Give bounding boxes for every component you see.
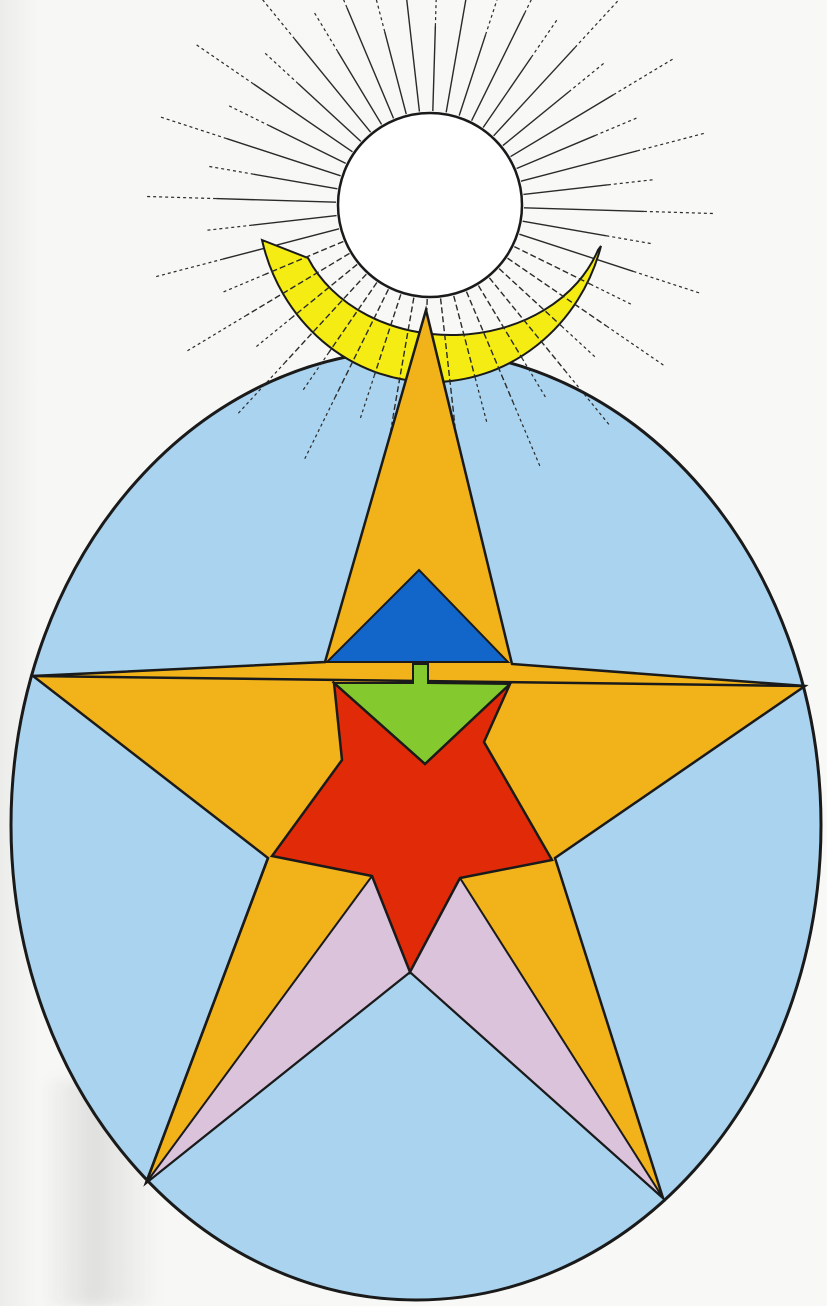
sun-ray — [483, 57, 531, 127]
sun-ray-dashed — [569, 63, 604, 91]
sun-ray — [406, 0, 420, 112]
sun-ray — [298, 84, 361, 142]
sun-ray-dashed — [229, 106, 269, 126]
sun-ray — [254, 174, 338, 189]
sun-ray — [252, 216, 336, 226]
sun-ray-dashed — [187, 315, 247, 351]
sun-ray-dashed — [160, 117, 227, 139]
sun-ray-dashed — [209, 166, 253, 174]
sun-circle — [338, 113, 522, 297]
sun-ray — [514, 247, 590, 285]
sun-ray — [503, 92, 569, 146]
sun-ray — [227, 139, 341, 176]
sun-ray-dashed — [606, 326, 664, 366]
sun-ray-dashed — [224, 274, 265, 291]
sun-ray — [494, 48, 575, 136]
sun-ray-dashed — [155, 259, 223, 277]
sun-ray-dashed — [486, 0, 500, 35]
sun-ray-dashed — [373, 0, 384, 32]
sun-ray-dashed — [644, 211, 714, 213]
sun-ray — [347, 8, 394, 119]
sun-ray — [511, 95, 614, 157]
sun-ray — [521, 151, 637, 181]
sun-ray-dashed — [525, 0, 556, 13]
sun-ray — [433, 26, 436, 111]
sun-ray — [523, 221, 607, 236]
sun-ray-dashed — [637, 133, 705, 151]
sun-ray — [524, 208, 644, 212]
sun-ray — [338, 52, 382, 125]
sun-ray — [517, 136, 595, 169]
sun-ray-dashed — [256, 318, 291, 346]
sun-ray-dashed — [606, 236, 650, 244]
sun-ray — [269, 126, 345, 164]
sun-ray-dashed — [146, 196, 216, 198]
sun-ray-dashed — [591, 284, 631, 304]
sun-ray — [216, 199, 336, 203]
sun-ray-dashed — [562, 326, 595, 356]
sun-ray-dashed — [633, 271, 700, 293]
sun-ray — [446, 0, 467, 112]
sun-ray-dashed — [251, 0, 295, 39]
sun-ray — [523, 185, 607, 195]
sun-ray-dashed — [196, 44, 254, 84]
sun-ray-dashed — [315, 13, 338, 52]
sun-ray — [385, 32, 406, 114]
sun-ray — [459, 35, 485, 116]
sun-ray-dashed — [613, 59, 673, 95]
sun-ray-dashed — [575, 0, 622, 48]
sun-ray-dashed — [531, 20, 556, 57]
sun-ray — [519, 234, 633, 271]
sun-ray-dashed — [207, 225, 252, 230]
sun-ray-dashed — [595, 118, 636, 135]
sun-ray-dashed — [608, 180, 653, 185]
sun-ray — [295, 39, 371, 132]
sun-ray-dashed — [265, 53, 298, 83]
sun-ray-dashed — [435, 0, 436, 26]
sun-ray-dashed — [320, 0, 347, 8]
